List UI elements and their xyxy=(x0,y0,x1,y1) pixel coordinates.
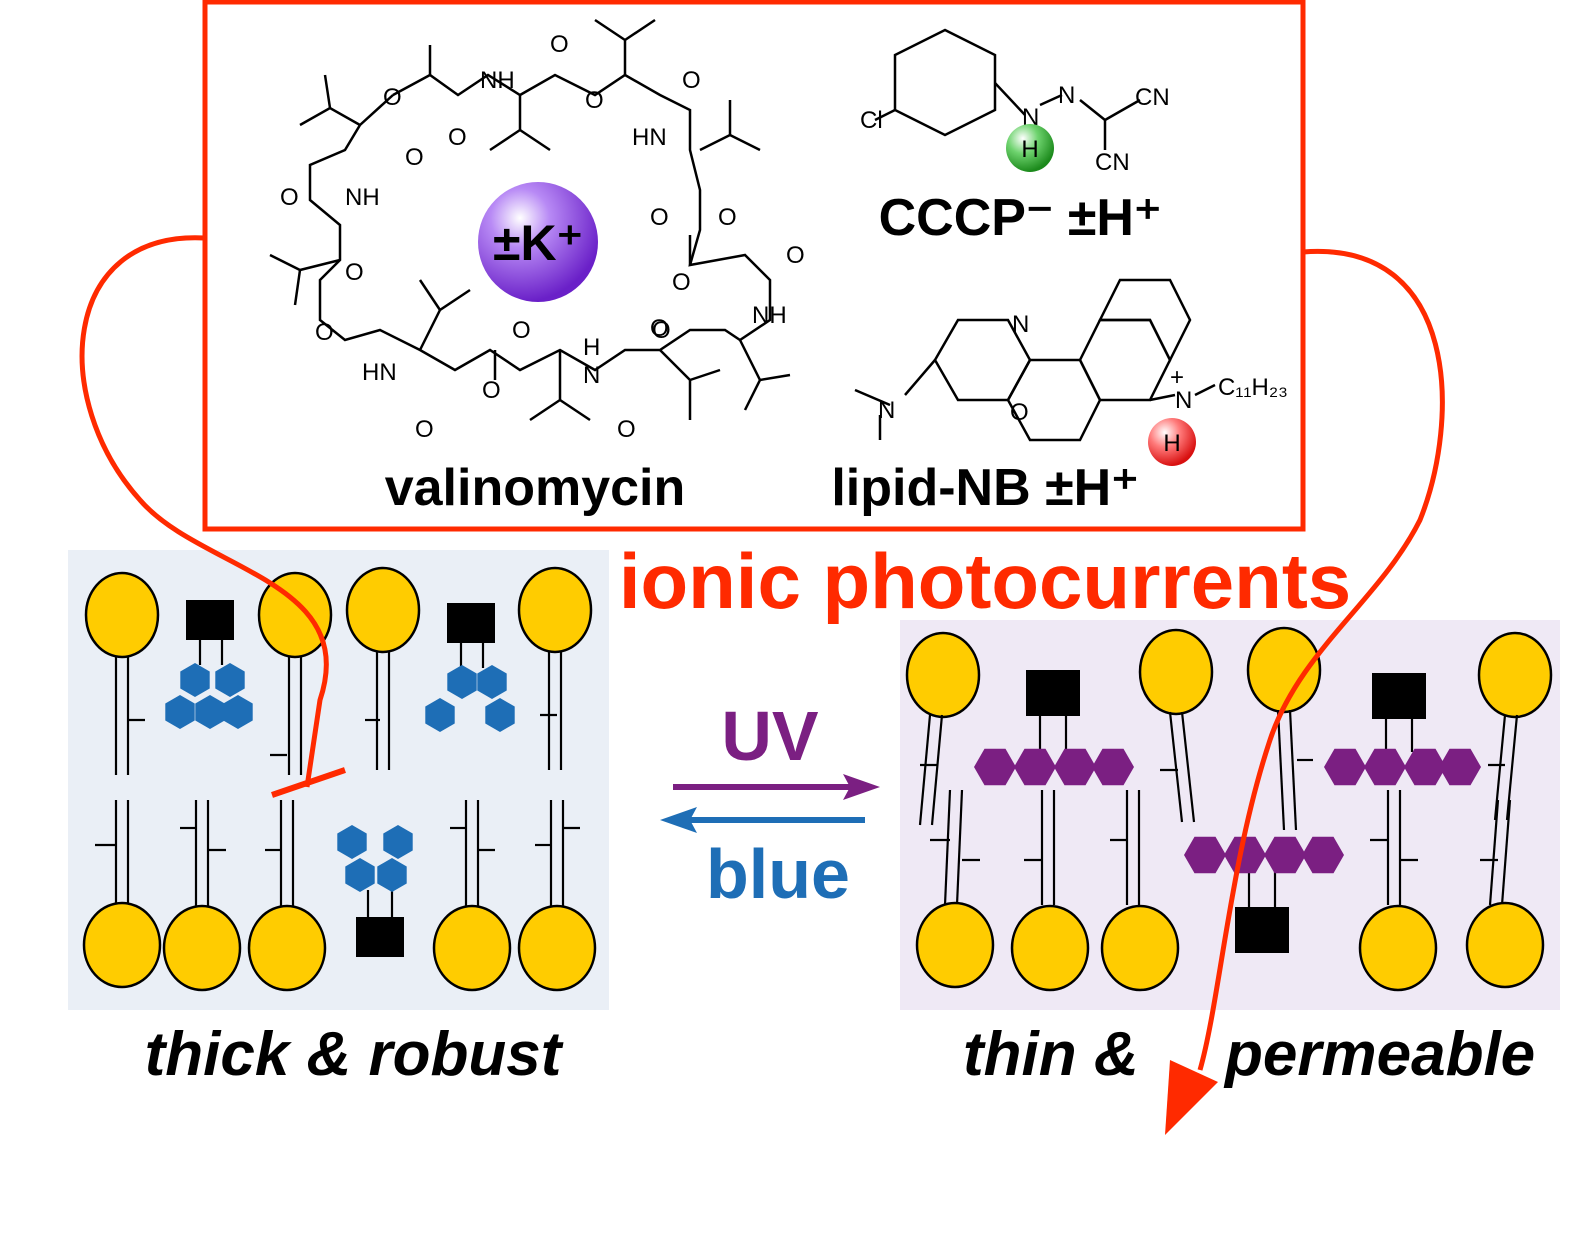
azobenzene-hexagon xyxy=(165,695,195,729)
atom-o: O xyxy=(405,144,424,171)
atom-o: O xyxy=(280,184,299,211)
atom-plus: + xyxy=(1170,364,1184,391)
permeable-current-arrowhead xyxy=(1165,1060,1218,1135)
atom-o: O xyxy=(383,84,402,111)
k-ion-label: ±K⁺ xyxy=(493,215,583,271)
azobenzene-hexagon xyxy=(1054,748,1096,786)
atom-o: O xyxy=(652,317,671,344)
permeable-caption: permeable xyxy=(1223,1020,1535,1089)
cccp-structure xyxy=(874,28,1141,150)
atom-n: N xyxy=(583,362,600,389)
uv-arrowhead xyxy=(843,774,880,800)
azobenzene-hexagon xyxy=(345,858,375,892)
permeable-current-path xyxy=(1197,249,1445,1071)
lipid-nb-label: lipid-NB ±H⁺ xyxy=(831,459,1138,517)
azobenzene-hexagon xyxy=(485,698,515,732)
left-azobenzene-hexagons xyxy=(165,663,515,892)
atom-hn: HN xyxy=(632,124,667,151)
azobenzene-hexagon xyxy=(974,748,1016,786)
atom-nh: NH xyxy=(345,184,380,211)
ionic-photocurrents-label: ionic photocurrents xyxy=(619,537,1351,625)
azobenzene-hexagon xyxy=(425,698,455,732)
atom-n: N xyxy=(1058,82,1075,109)
azobenzene-hexagon xyxy=(195,695,225,729)
atom-o: O xyxy=(315,319,334,346)
right-membrane-panel xyxy=(900,620,1560,1010)
red-proton-sphere xyxy=(1148,418,1196,466)
atom-o: O xyxy=(585,87,604,114)
azobenzene-hexagon xyxy=(337,825,367,859)
azobenzene-hexagon xyxy=(1439,748,1481,786)
atom-n: N xyxy=(1022,104,1039,131)
azobenzene-hexagon xyxy=(1184,836,1226,874)
valinomycin-structure xyxy=(269,18,791,422)
azobenzene-hexagon xyxy=(1264,836,1306,874)
azobenzene-hexagon xyxy=(180,663,210,697)
block-bar xyxy=(271,767,346,798)
atom-o: O xyxy=(415,416,434,443)
azobenzene-hexagon xyxy=(1404,748,1446,786)
atom-o: O xyxy=(617,416,636,443)
azobenzene-hexagon xyxy=(1224,836,1266,874)
azobenzene-hexagon xyxy=(215,663,245,697)
azobenzene-hexagon xyxy=(1364,748,1406,786)
cccp-label: CCCP⁻ ±H⁺ xyxy=(879,189,1162,247)
atom-o: O xyxy=(482,377,501,404)
thick-robust-caption: thick & robust xyxy=(145,1020,564,1089)
atom-c11h23: C₁₁H₂₃ xyxy=(1218,374,1288,401)
blue-arrowhead xyxy=(660,807,697,833)
atom-cn: CN xyxy=(1095,149,1130,176)
atom-o: O xyxy=(672,269,691,296)
azobenzene-hexagon xyxy=(1014,748,1056,786)
azobenzene-hexagon xyxy=(223,695,253,729)
potassium-ion-sphere xyxy=(478,182,598,302)
atom-o: O xyxy=(345,259,364,286)
atom-o: O xyxy=(512,317,531,344)
atom-hn: HN xyxy=(362,359,397,386)
blocked-current-path xyxy=(79,235,329,788)
azobenzene-hexagon xyxy=(477,665,507,699)
atom-cl: Cl xyxy=(860,107,883,134)
azobenzene-hexagon xyxy=(377,858,407,892)
atom-cn: CN xyxy=(1135,84,1170,111)
left-membrane xyxy=(82,566,597,992)
atom-o: O xyxy=(1010,399,1029,426)
right-membrane xyxy=(905,626,1553,992)
azobenzene-hexagon xyxy=(1092,748,1134,786)
lipid-nb-structure xyxy=(854,278,1216,442)
atom-n: N xyxy=(1012,311,1029,338)
green-proton-sphere xyxy=(1006,124,1054,172)
atom-h: H xyxy=(1163,430,1180,457)
atom-h: H xyxy=(583,334,600,361)
thin-caption: thin & xyxy=(963,1020,1139,1089)
blue-label: blue xyxy=(706,835,850,913)
azobenzene-hexagon xyxy=(1302,836,1344,874)
atom-h: H xyxy=(1021,136,1038,163)
atom-n: N xyxy=(1175,387,1192,414)
right-azobenzene-hexagons xyxy=(974,748,1481,874)
atom-o: O xyxy=(448,124,467,151)
molecule-box xyxy=(202,0,1306,532)
atom-nh: NH xyxy=(752,302,787,329)
atom-o: O xyxy=(550,31,569,58)
valinomycin-label: valinomycin xyxy=(385,459,686,517)
atom-n: N xyxy=(878,397,895,424)
atom-nh: NH xyxy=(480,67,515,94)
azobenzene-hexagon xyxy=(1324,748,1366,786)
atom-o: O xyxy=(682,67,701,94)
atom-o: O xyxy=(650,204,669,231)
atom-o: O xyxy=(650,315,669,342)
uv-label: UV xyxy=(721,697,819,775)
azobenzene-hexagon xyxy=(383,825,413,859)
atom-o: O xyxy=(718,204,737,231)
azobenzene-hexagon xyxy=(447,665,477,699)
atom-o: O xyxy=(786,242,805,269)
